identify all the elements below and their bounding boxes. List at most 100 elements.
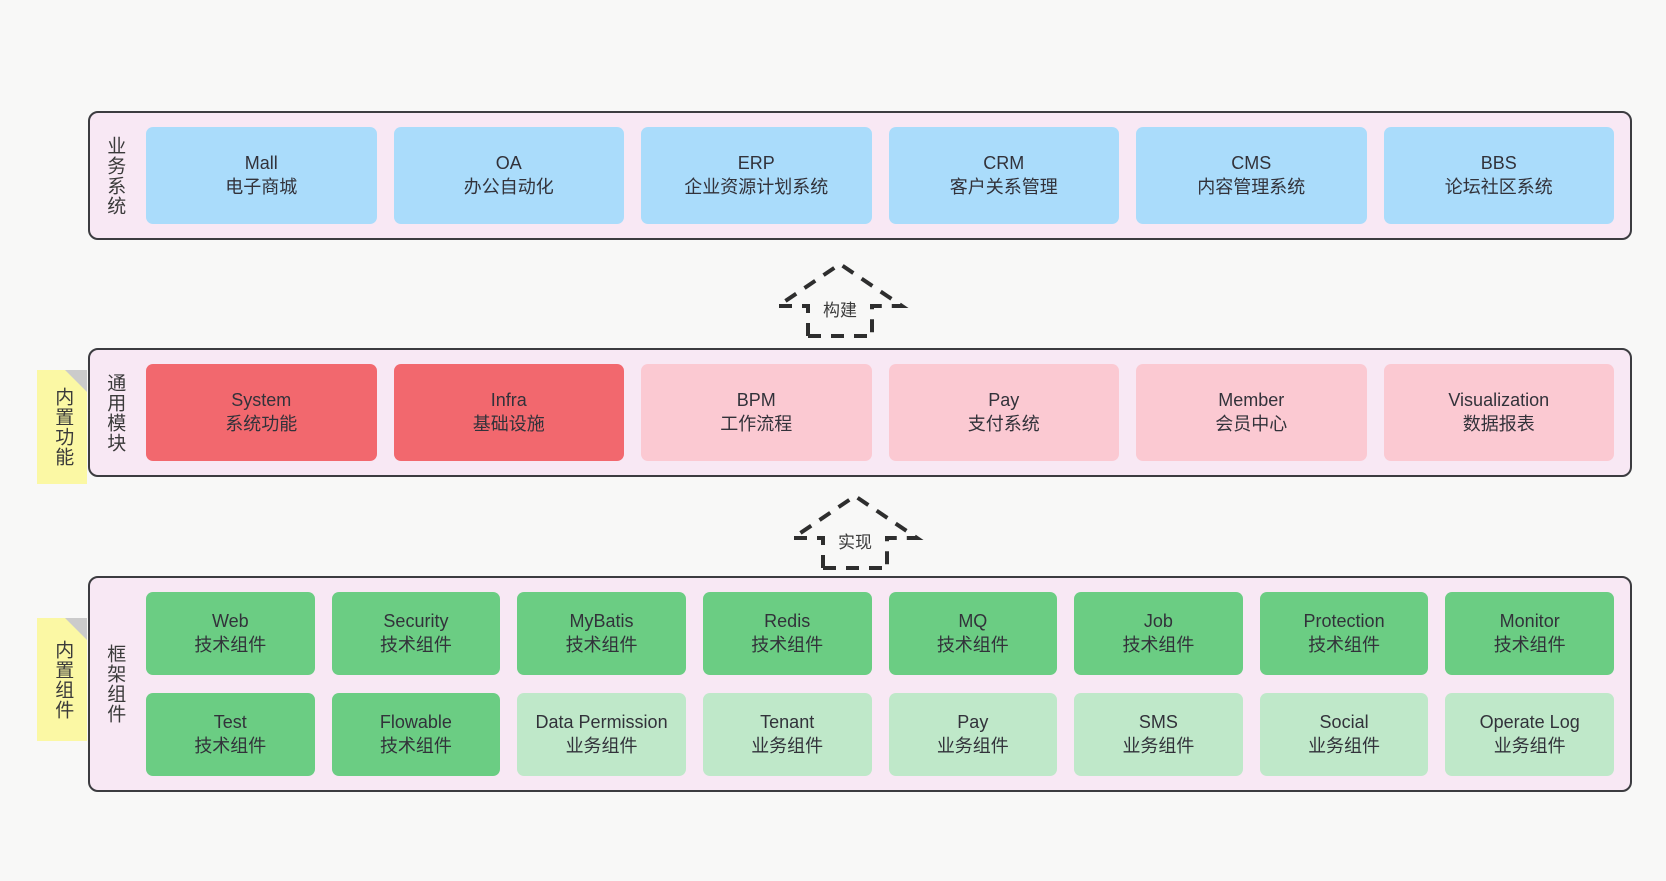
note-fold-corner-icon <box>65 618 87 640</box>
card-subtitle: 工作流程 <box>720 413 793 434</box>
card-monitor[interactable]: Monitor 技术组件 <box>1445 592 1614 675</box>
card-mybatis[interactable]: MyBatis 技术组件 <box>517 592 686 675</box>
card-title: CMS <box>1231 153 1272 174</box>
card-subtitle: 内容管理系统 <box>1197 176 1306 197</box>
card-subtitle: 论坛社区系统 <box>1444 176 1553 197</box>
card-job[interactable]: Job 技术组件 <box>1074 592 1243 675</box>
card-mall[interactable]: Mall 电子商城 <box>146 127 377 224</box>
card-subtitle: 技术组件 <box>379 735 452 756</box>
layer-body-business-systems: Mall 电子商城 OA 办公自动化 ERP 企业资源计划系统 CRM 客户关系… <box>138 113 1630 238</box>
card-title: Test <box>213 712 247 733</box>
card-subtitle: 技术组件 <box>194 634 267 655</box>
card-subtitle: 技术组件 <box>751 634 824 655</box>
card-data-permission[interactable]: Data Permission 业务组件 <box>517 693 686 776</box>
card-subtitle: 技术组件 <box>194 735 267 756</box>
card-row: System 系统功能 Infra 基础设施 BPM 工作流程 Pay 支付系统… <box>146 364 1614 461</box>
card-subtitle: 技术组件 <box>565 634 638 655</box>
card-mq[interactable]: MQ 技术组件 <box>888 592 1058 675</box>
card-crm[interactable]: CRM 客户关系管理 <box>888 127 1119 224</box>
layer-title-framework-components: 框架组件 <box>104 644 126 724</box>
card-title: ERP <box>737 153 775 174</box>
card-infra[interactable]: Infra 基础设施 <box>393 364 624 461</box>
arrow-build: 构建 <box>760 258 920 350</box>
card-bbs[interactable]: BBS 论坛社区系统 <box>1383 127 1614 224</box>
layer-common-modules: 通用模块 System 系统功能 Infra 基础设施 BPM 工作流程 Pay… <box>88 348 1632 477</box>
card-oa[interactable]: OA 办公自动化 <box>393 127 624 224</box>
layer-title-common-modules: 通用模块 <box>104 372 126 453</box>
card-visualization[interactable]: Visualization 数据报表 <box>1383 364 1614 461</box>
card-sms[interactable]: SMS 业务组件 <box>1074 693 1243 776</box>
card-title: Pay <box>957 712 989 733</box>
note-builtin-components: 内置组件 <box>37 618 87 741</box>
card-operate-log[interactable]: Operate Log 业务组件 <box>1445 693 1614 776</box>
card-subtitle: 技术组件 <box>1308 634 1381 655</box>
card-subtitle: 技术组件 <box>1493 634 1566 655</box>
layer-body-framework-components: Web 技术组件 Security 技术组件 MyBatis 技术组件 Redi… <box>138 578 1630 790</box>
card-protection[interactable]: Protection 技术组件 <box>1259 592 1429 675</box>
card-redis[interactable]: Redis 技术组件 <box>702 592 872 675</box>
card-title: Security <box>383 611 449 632</box>
card-subtitle: 业务组件 <box>751 735 824 756</box>
card-subtitle: 数据报表 <box>1462 413 1535 434</box>
card-title: Social <box>1319 712 1369 733</box>
card-title: Infra <box>490 390 527 411</box>
card-row: Test 技术组件 Flowable 技术组件 Data Permission … <box>146 693 1614 776</box>
card-flowable[interactable]: Flowable 技术组件 <box>331 693 501 776</box>
card-erp[interactable]: ERP 企业资源计划系统 <box>641 127 872 224</box>
card-cms[interactable]: CMS 内容管理系统 <box>1136 127 1367 224</box>
card-subtitle: 企业资源计划系统 <box>684 176 829 197</box>
card-title: MQ <box>958 611 988 632</box>
arrow-implement: 实现 <box>775 490 935 582</box>
card-subtitle: 技术组件 <box>379 634 452 655</box>
arrow-implement-label: 实现 <box>838 533 872 552</box>
card-subtitle: 会员中心 <box>1215 413 1288 434</box>
layer-business-systems: 业务系统 Mall 电子商城 OA 办公自动化 ERP 企业资源计划系统 CRM… <box>88 111 1632 240</box>
card-title: SMS <box>1138 712 1178 733</box>
card-title: BBS <box>1480 153 1517 174</box>
card-title: BPM <box>736 390 776 411</box>
card-subtitle: 办公自动化 <box>463 176 554 197</box>
card-title: Visualization <box>1448 390 1550 411</box>
card-test[interactable]: Test 技术组件 <box>146 693 315 776</box>
card-subtitle: 支付系统 <box>967 413 1040 434</box>
card-subtitle: 电子商城 <box>225 176 298 197</box>
card-title: Job <box>1143 611 1173 632</box>
card-title: Operate Log <box>1479 712 1580 733</box>
card-subtitle: 技术组件 <box>1122 634 1195 655</box>
card-title: Pay <box>988 390 1020 411</box>
card-row: Web 技术组件 Security 技术组件 MyBatis 技术组件 Redi… <box>146 592 1614 675</box>
card-pay-module[interactable]: Pay 支付系统 <box>888 364 1119 461</box>
arrow-build-label: 构建 <box>823 301 857 320</box>
card-subtitle: 业务组件 <box>1493 735 1566 756</box>
card-title: Mall <box>244 153 278 174</box>
card-subtitle: 业务组件 <box>565 735 638 756</box>
card-subtitle: 技术组件 <box>936 634 1009 655</box>
card-title: Flowable <box>379 712 452 733</box>
card-title: Monitor <box>1499 611 1560 632</box>
card-system[interactable]: System 系统功能 <box>146 364 377 461</box>
card-bpm[interactable]: BPM 工作流程 <box>641 364 872 461</box>
card-title: Data Permission <box>535 712 668 733</box>
layer-body-common-modules: System 系统功能 Infra 基础设施 BPM 工作流程 Pay 支付系统… <box>138 350 1630 475</box>
card-member[interactable]: Member 会员中心 <box>1136 364 1367 461</box>
card-title: Member <box>1218 390 1285 411</box>
card-title: OA <box>495 153 522 174</box>
card-title: Redis <box>764 611 811 632</box>
card-social[interactable]: Social 业务组件 <box>1259 693 1429 776</box>
card-subtitle: 业务组件 <box>936 735 1009 756</box>
card-pay-component[interactable]: Pay 业务组件 <box>888 693 1058 776</box>
card-security[interactable]: Security 技术组件 <box>331 592 501 675</box>
card-title: CRM <box>983 153 1025 174</box>
card-title: Tenant <box>760 712 815 733</box>
card-title: System <box>231 390 292 411</box>
card-subtitle: 基础设施 <box>472 413 545 434</box>
card-title: Protection <box>1303 611 1385 632</box>
card-web[interactable]: Web 技术组件 <box>146 592 315 675</box>
note-label: 内置组件 <box>52 639 74 720</box>
card-title: Web <box>211 611 249 632</box>
card-subtitle: 业务组件 <box>1308 735 1381 756</box>
card-subtitle: 客户关系管理 <box>949 176 1058 197</box>
card-tenant[interactable]: Tenant 业务组件 <box>702 693 872 776</box>
layer-framework-components: 框架组件 Web 技术组件 Security 技术组件 MyBatis 技术组件… <box>88 576 1632 792</box>
